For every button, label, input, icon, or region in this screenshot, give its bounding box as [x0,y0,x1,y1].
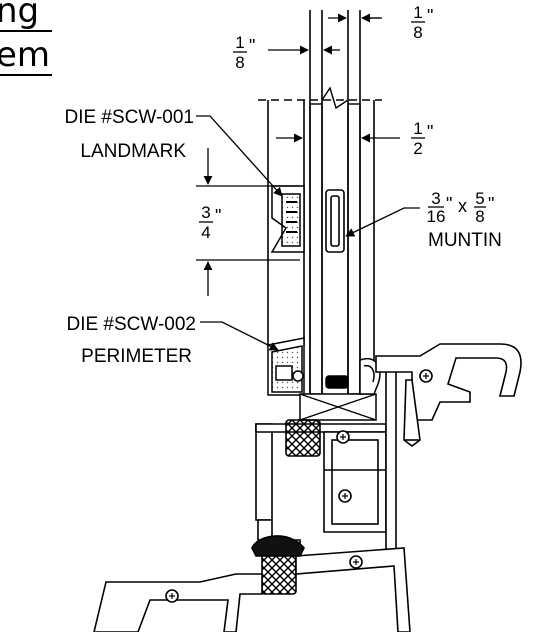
svg-text:8: 8 [475,207,484,226]
title-fragment: ng em [0,0,52,76]
exterior-gasket [359,357,381,395]
title-line-1: ng [0,0,39,31]
die-perimeter-code: DIE #SCW-002 [66,314,196,335]
svg-text:": " [427,122,433,142]
svg-text:16: 16 [427,207,446,226]
svg-text:x: x [458,196,467,216]
setting-block [299,375,377,421]
callout-labels: DIE #SCW-001 LANDMARK DIE #SCW-002 PERIM… [64,107,501,367]
perimeter-glazing-bead [267,337,305,396]
svg-text:2: 2 [413,139,422,158]
die-perimeter-name: PERIMETER [81,346,192,367]
dim-muntin-size: 3 16 " x 5 8 " [427,189,495,226]
muntin-label: MUNTIN [428,230,502,251]
landmark-glazing-bead [270,185,305,253]
muntin-bar [325,189,345,253]
svg-text:": " [446,194,452,214]
svg-text:3: 3 [431,189,440,208]
svg-text:8: 8 [235,53,244,72]
svg-text:1: 1 [413,119,422,138]
die-landmark-code: DIE #SCW-001 [64,107,194,128]
svg-text:3: 3 [201,203,210,222]
svg-text:5: 5 [475,189,484,208]
base-sill-extrusion [93,519,411,632]
dim-left-height: 3 4 " [199,203,221,242]
svg-text:": " [249,36,255,56]
leader-lines [196,115,420,351]
title-line-2: em [0,35,50,75]
svg-text:1: 1 [235,33,244,52]
dim-top-right: 1 8 " [411,3,433,42]
svg-text:4: 4 [201,223,210,242]
svg-text:8: 8 [413,23,422,42]
svg-text:1: 1 [413,3,422,22]
dimension-lines [196,13,400,296]
dim-top-left: 1 8 " [233,33,255,72]
dim-mid-right: 1 2 " [411,119,433,158]
die-landmark-name: LANDMARK [80,141,186,162]
snap-cover-extrusion [375,343,522,447]
svg-text:": " [427,6,433,26]
thermal-break-blocks [261,419,321,595]
svg-text:": " [488,194,494,214]
svg-text:": " [215,206,221,226]
